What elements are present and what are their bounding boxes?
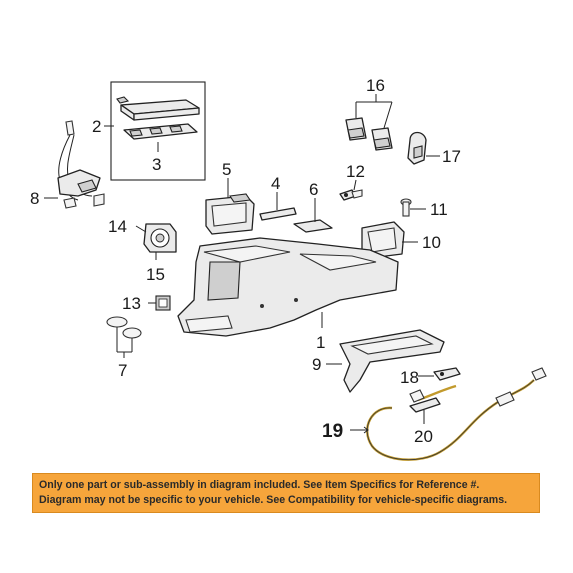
part-10-rear-bin <box>361 221 405 259</box>
disclaimer-line-1: Only one part or sub-assembly in diagram… <box>39 479 480 491</box>
part-4-trim-strip <box>259 207 297 221</box>
callout-9: 9 <box>312 355 321 374</box>
part-20-clip <box>409 397 441 413</box>
part-11-bolt <box>400 198 412 217</box>
part-13-button <box>155 295 171 311</box>
part-14-switch <box>143 223 177 253</box>
callout-13: 13 <box>122 294 141 313</box>
callout-16: 16 <box>366 76 385 95</box>
disclaimer-line-2: Diagram may not be specific to your vehi… <box>39 494 508 506</box>
disclaimer-banner: Only one part or sub-assembly in diagram… <box>32 473 540 513</box>
callout-6: 6 <box>309 180 318 199</box>
callout-11: 11 <box>430 200 448 219</box>
callout-17: 17 <box>442 147 461 166</box>
callout-2: 2 <box>92 117 101 136</box>
part-16-seat-switches <box>345 117 393 151</box>
part-7-caps <box>106 316 142 339</box>
callout-15: 15 <box>146 265 165 284</box>
callout-7: 7 <box>118 361 127 380</box>
callout-3: 3 <box>152 155 161 174</box>
callout-5: 5 <box>222 160 231 179</box>
callout-1: 1 <box>316 333 325 352</box>
part-6-mat <box>293 219 333 233</box>
part-17-shift-knob <box>407 131 427 165</box>
part-2-console-lid <box>110 81 206 181</box>
callout-20: 20 <box>414 427 433 446</box>
callout-4: 4 <box>271 174 280 193</box>
callout-18: 18 <box>400 368 419 387</box>
part-1-console-body <box>177 237 399 337</box>
part-18-cable-bracket <box>433 367 461 381</box>
callout-8: 8 <box>30 189 39 208</box>
part-12-clip <box>339 189 363 201</box>
callout-19: 19 <box>322 421 343 442</box>
part-5-storage-bin <box>205 193 255 235</box>
part-8-wiring-harness <box>57 120 105 209</box>
callout-10: 10 <box>422 233 441 252</box>
part-19-shifter-cable <box>366 367 547 461</box>
callout-12: 12 <box>346 162 365 181</box>
part-9-bracket <box>339 329 445 393</box>
callout-14: 14 <box>108 217 127 236</box>
